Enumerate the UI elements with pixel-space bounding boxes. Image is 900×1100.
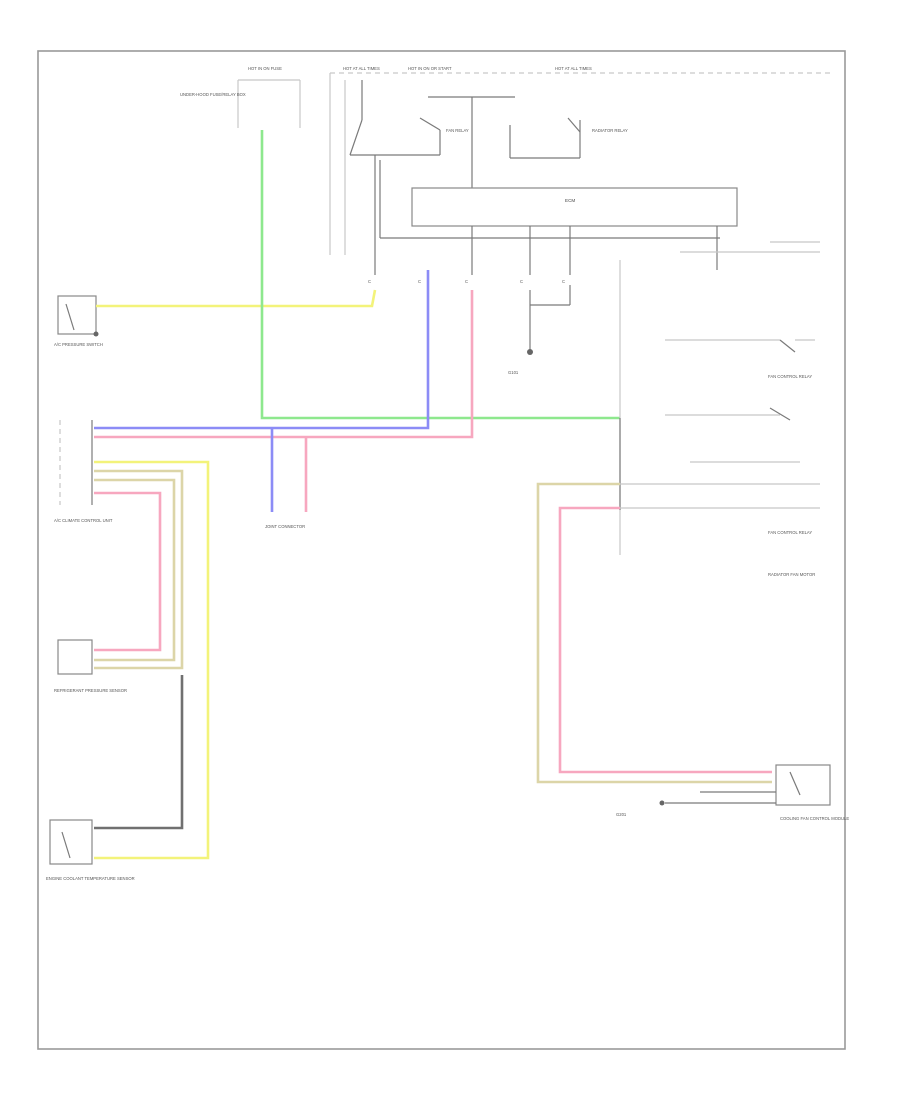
wire-yellow-lower <box>94 460 210 860</box>
ac-control-unit: A/C CLIMATE CONTROL UNIT <box>54 420 113 523</box>
svg-text:ECM: ECM <box>565 198 575 203</box>
svg-text:C: C <box>368 279 371 284</box>
svg-text:REFRIGERANT PRESSURE SENSOR: REFRIGERANT PRESSURE SENSOR <box>54 688 127 693</box>
wire-blue <box>94 270 430 430</box>
svg-text:G101: G101 <box>508 370 519 375</box>
cooling-fan-module: COOLING FAN CONTROL MODULE G201 <box>616 764 849 821</box>
wire-tan-2 <box>94 478 176 662</box>
wire-yellow-top <box>96 289 377 308</box>
fuse-box-left-label: UNDER-HOOD FUSE/RELAY BOX <box>180 92 246 97</box>
refrigerant-pressure-sensor: REFRIGERANT PRESSURE SENSOR <box>54 639 127 693</box>
svg-text:JOINT CONNECTOR: JOINT CONNECTOR <box>265 524 305 529</box>
fuse-label-mid2: HOT IN ON OR START <box>408 66 452 71</box>
svg-text:COOLING FAN CONTROL MODULE: COOLING FAN CONTROL MODULE <box>780 816 849 821</box>
svg-text:RADIATOR FAN MOTOR: RADIATOR FAN MOTOR <box>768 572 815 577</box>
wire-pink-lower <box>94 491 162 652</box>
ground-mid: G101 <box>508 285 571 375</box>
ac-pressure-switch: A/C PRESSURE SWITCH <box>54 295 103 347</box>
svg-text:A/C PRESSURE SWITCH: A/C PRESSURE SWITCH <box>54 342 103 347</box>
ecm-box: ECM <box>379 160 738 239</box>
wire-tan-right <box>536 482 772 784</box>
wire-tan-1 <box>94 469 184 670</box>
svg-text:RADIATOR RELAY: RADIATOR RELAY <box>592 128 628 133</box>
svg-text:FAN CONTROL RELAY: FAN CONTROL RELAY <box>768 530 812 535</box>
ect-sensor: ENGINE COOLANT TEMPERATURE SENSOR <box>46 819 135 881</box>
svg-text:C: C <box>520 279 523 284</box>
svg-text:G201: G201 <box>616 812 627 817</box>
radiator-relay: RADIATOR RELAY <box>428 96 628 188</box>
svg-text:ENGINE COOLANT TEMPERATURE SEN: ENGINE COOLANT TEMPERATURE SENSOR <box>46 876 135 881</box>
svg-text:C: C <box>562 279 565 284</box>
wire-pink-top <box>94 290 474 439</box>
wire-pink-right <box>558 506 772 774</box>
fan-control-relay-1: FAN CONTROL RELAY <box>665 241 820 379</box>
fan-relay: FAN RELAY <box>349 80 469 156</box>
svg-text:A/C CLIMATE CONTROL UNIT: A/C CLIMATE CONTROL UNIT <box>54 518 113 523</box>
svg-text:C: C <box>418 279 421 284</box>
fan-control-relay-2: FAN CONTROL RELAY RADIATOR FAN MOTOR <box>620 407 820 577</box>
diagram-frame <box>37 50 846 1050</box>
wire-green <box>260 130 620 420</box>
fuse-label-right: HOT AT ALL TIMES <box>555 66 592 71</box>
wire-black <box>94 675 184 830</box>
svg-text:C: C <box>465 279 468 284</box>
fuse-label-left: HOT IN ON FUSE <box>248 66 282 71</box>
svg-text:FAN RELAY: FAN RELAY <box>446 128 469 133</box>
fuse-label-mid1: HOT AT ALL TIMES <box>343 66 380 71</box>
svg-text:FAN CONTROL RELAY: FAN CONTROL RELAY <box>768 374 812 379</box>
